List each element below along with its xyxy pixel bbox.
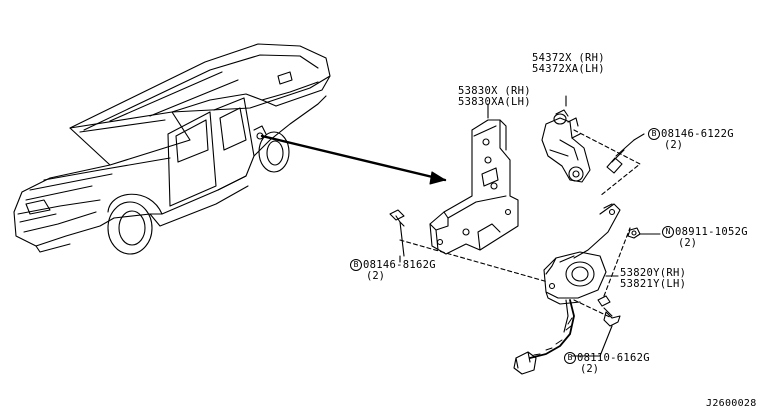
- bolt-symbol-icon: B: [648, 128, 660, 140]
- wire-harness: [530, 300, 574, 358]
- bolt-symbol-icon: B: [564, 352, 576, 364]
- bolt-symbol-icon: B: [350, 259, 362, 271]
- fastener-left-number: 08146-8162G: [363, 259, 436, 271]
- diagram-id: J2600028: [706, 398, 757, 409]
- bolt-icon: [598, 296, 620, 326]
- fastener-lower-number: 08110-6162G: [577, 352, 650, 364]
- bracket-icon: [430, 120, 518, 254]
- fastener-nut-qty: (2): [678, 237, 697, 249]
- nut-symbol-icon: N: [662, 226, 674, 238]
- bracket-rh-label: 53830X (RH): [458, 85, 531, 97]
- bracket-lh-label: 53830XA(LH): [458, 96, 531, 108]
- actuator-lh-label: 54372XA(LH): [532, 63, 605, 75]
- bolt-icon: [607, 134, 644, 173]
- car-outline-icon: [14, 44, 330, 254]
- fastener-upper-number: 08146-6122G: [661, 128, 734, 140]
- fastener-upper-qty: (2): [664, 139, 683, 151]
- fastener-left-qty: (2): [366, 270, 385, 282]
- leader-lines: [400, 104, 660, 356]
- fastener-lower-qty: (2): [580, 363, 599, 375]
- connector-icon: [514, 352, 536, 374]
- callout-arrow: [262, 136, 445, 184]
- sensor-lh-label: 53821Y(LH): [620, 278, 687, 290]
- bolt-icon: [390, 210, 404, 256]
- linkage-rod: [574, 204, 620, 258]
- actuator-icon: [542, 96, 590, 182]
- height-sensor-icon: [544, 252, 606, 304]
- nut-icon: [628, 228, 640, 238]
- fastener-nut-number: 08911-1052G: [675, 226, 748, 238]
- sensor-rh-label: 53820Y(RH): [620, 267, 687, 279]
- dashed-leaders: [400, 130, 640, 318]
- actuator-rh-label: 54372X (RH): [532, 52, 605, 64]
